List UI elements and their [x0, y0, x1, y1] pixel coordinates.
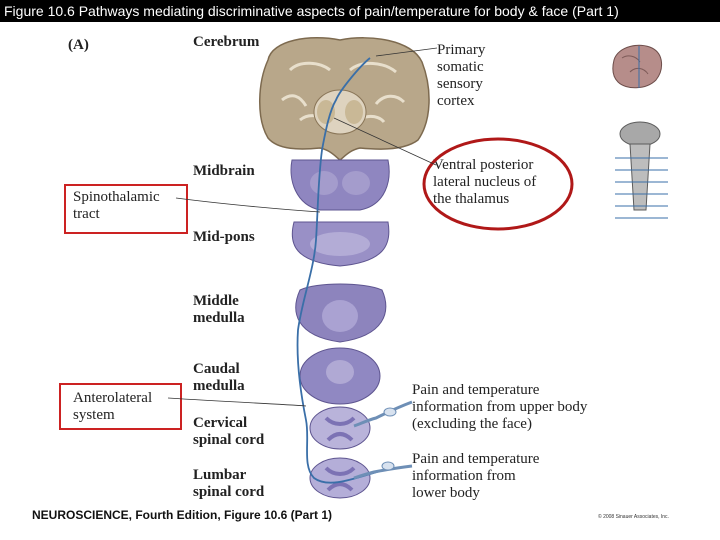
- cervical-spinal-cord-section: [310, 407, 370, 449]
- brain-orientation-thumbnail: [613, 45, 662, 88]
- cerebrum-section: [260, 38, 429, 160]
- midbrain-section: [291, 160, 389, 210]
- spinothalamic-leader-line: [176, 198, 320, 212]
- figure-citation: NEUROSCIENCE, Fourth Edition, Figure 10.…: [32, 508, 332, 522]
- copyright-notice: © 2008 Sinauer Associates, Inc.: [598, 514, 669, 520]
- lumbar-spinal-cord-section: [310, 458, 370, 498]
- anterolateral-leader-line: [168, 398, 306, 406]
- mid-pons-section: [292, 222, 389, 266]
- brainstem-orientation-thumbnail: [615, 122, 668, 218]
- caudal-medulla-section: [300, 348, 380, 404]
- middle-medulla-section: [296, 284, 386, 342]
- thalamus-highlight-ellipse: [424, 139, 572, 229]
